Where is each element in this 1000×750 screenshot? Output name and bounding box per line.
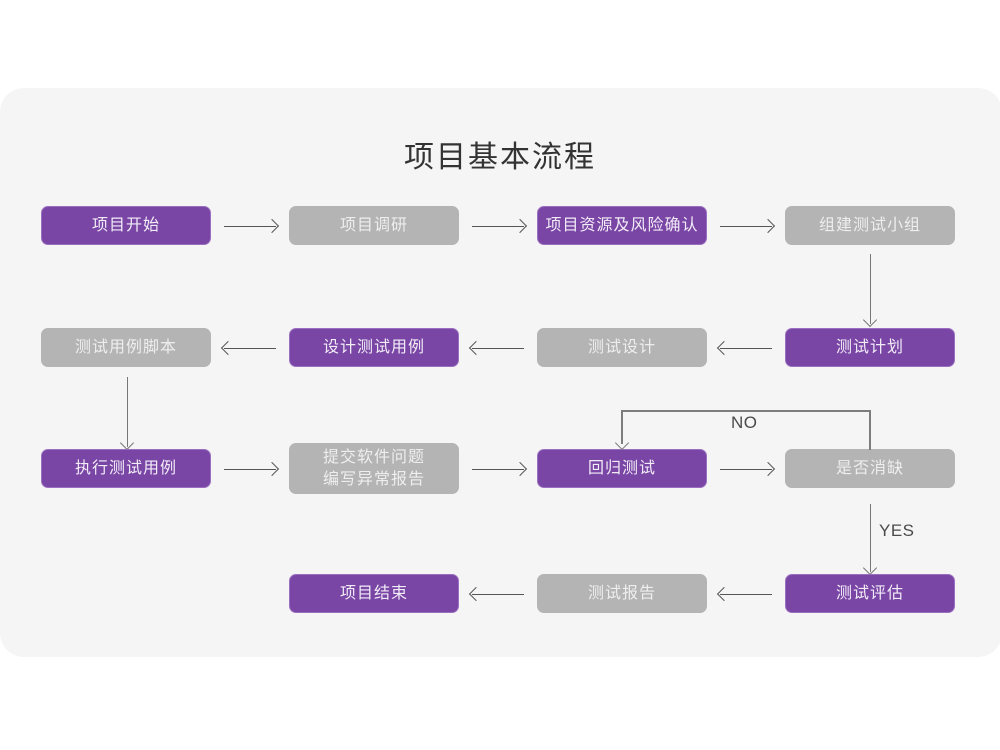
arrow-test-plan-to-test-design: [716, 328, 772, 367]
arrow-shaft-icon: [126, 377, 128, 447]
node-test-design[interactable]: 测试设计: [537, 328, 707, 367]
arrow-shaft-icon: [472, 468, 524, 470]
arrow-shaft-icon: [224, 225, 276, 227]
arrow-shaft-icon: [720, 225, 772, 227]
arrow-head-icon: [468, 586, 484, 601]
arrow-shaft-icon: [224, 468, 276, 470]
arrow-evaluation-to-test-report: [716, 574, 772, 613]
node-test-plan[interactable]: 测试计划: [785, 328, 955, 367]
edge-label-no: NO: [731, 413, 758, 432]
arrow-test-report-to-project-end: [468, 574, 524, 613]
node-project-research[interactable]: 项目调研: [289, 206, 459, 245]
node-design-test-case[interactable]: 设计测试用例: [289, 328, 459, 367]
edge-label-yes: YES: [879, 521, 915, 540]
no-loop-segment-left: [621, 410, 623, 444]
page-title: 项目基本流程: [404, 141, 596, 174]
arrow-report-bug-to-regression: [472, 449, 528, 488]
node-test-evaluation[interactable]: 测试评估: [785, 574, 955, 613]
node-defect-cleared[interactable]: 是否消缺: [785, 449, 955, 488]
arrow-execute-to-report-bug: [224, 449, 280, 488]
node-execute-test-case[interactable]: 执行测试用例: [41, 449, 211, 488]
arrow-shaft-icon: [224, 347, 276, 349]
node-test-case-script[interactable]: 测试用例脚本: [41, 328, 211, 367]
arrow-head-icon: [716, 586, 732, 601]
arrow-shaft-icon: [472, 347, 524, 349]
arrow-script-to-execute: [118, 377, 135, 451]
arrow-team-to-test-plan: [861, 254, 878, 328]
arrow-shaft-icon: [720, 593, 772, 595]
diagram-panel: [0, 88, 1000, 657]
arrow-head-icon: [468, 340, 484, 355]
arrow-shaft-icon: [472, 593, 524, 595]
node-project-end[interactable]: 项目结束: [289, 574, 459, 613]
arrow-defect-cleared-to-evaluation: [861, 504, 878, 576]
arrow-shaft-icon: [869, 254, 871, 324]
arrow-shaft-icon: [720, 347, 772, 349]
arrow-shaft-icon: [720, 468, 772, 470]
node-resource-risk-confirm[interactable]: 项目资源及风险确认: [537, 206, 707, 245]
arrow-test-design-to-design-case: [468, 328, 524, 367]
arrow-resource-to-team: [720, 206, 776, 245]
node-project-start[interactable]: 项目开始: [41, 206, 211, 245]
arrow-head-icon: [220, 340, 236, 355]
no-loop-segment-right: [869, 410, 871, 450]
arrow-shaft-icon: [869, 504, 871, 572]
arrow-design-case-to-script: [220, 328, 276, 367]
arrow-research-to-resource: [472, 206, 528, 245]
arrow-start-to-research: [224, 206, 280, 245]
arrow-regression-to-defect-check: [720, 449, 776, 488]
node-submit-bug-write-report[interactable]: 提交软件问题 编写异常报告: [289, 443, 459, 494]
arrow-head-icon: [716, 340, 732, 355]
node-regression-test[interactable]: 回归测试: [537, 449, 707, 488]
arrow-shaft-icon: [472, 225, 524, 227]
no-loop-segment-top: [621, 410, 870, 412]
node-test-report[interactable]: 测试报告: [537, 574, 707, 613]
node-build-test-team[interactable]: 组建测试小组: [785, 206, 955, 245]
